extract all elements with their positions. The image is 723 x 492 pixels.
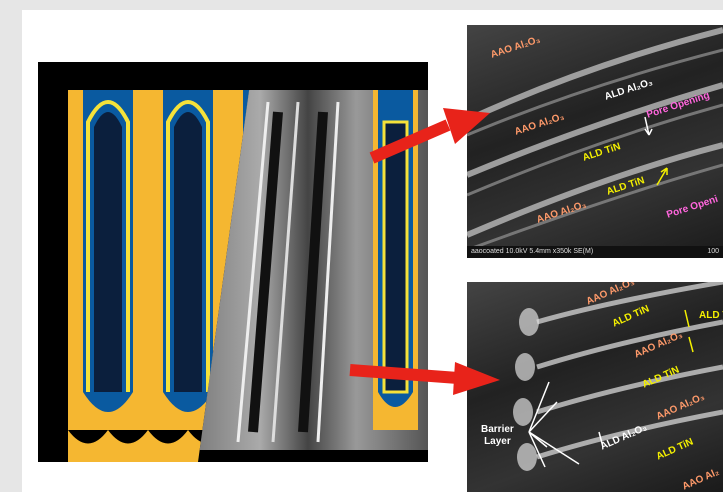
label-ald-tin: ALD T: [699, 310, 723, 321]
sem-image-bottom: AAO Al₂O₃ ALD TiN ALD T AAO Al₂O₃ ALD Ti…: [467, 282, 723, 492]
sem-image-top: AAO Al₂O₃ ALD Al₂O₃ AAO Al₂O₃ Pore Openi…: [467, 25, 723, 258]
sem-caption-scale: 100: [707, 246, 719, 258]
sem-top-texture: [467, 25, 723, 258]
nanotube-schematic-image: [38, 62, 428, 462]
sem-caption: aaocoated 10.0kV 5.4mm x350k SE(M) 100: [467, 246, 723, 258]
nanotube-schematic-drawing: [38, 62, 428, 462]
sem-caption-text: aaocoated 10.0kV 5.4mm x350k SE(M): [471, 248, 593, 255]
sem-bottom-texture: [467, 282, 723, 492]
label-barrier-layer: Barrier Layer: [481, 424, 514, 448]
